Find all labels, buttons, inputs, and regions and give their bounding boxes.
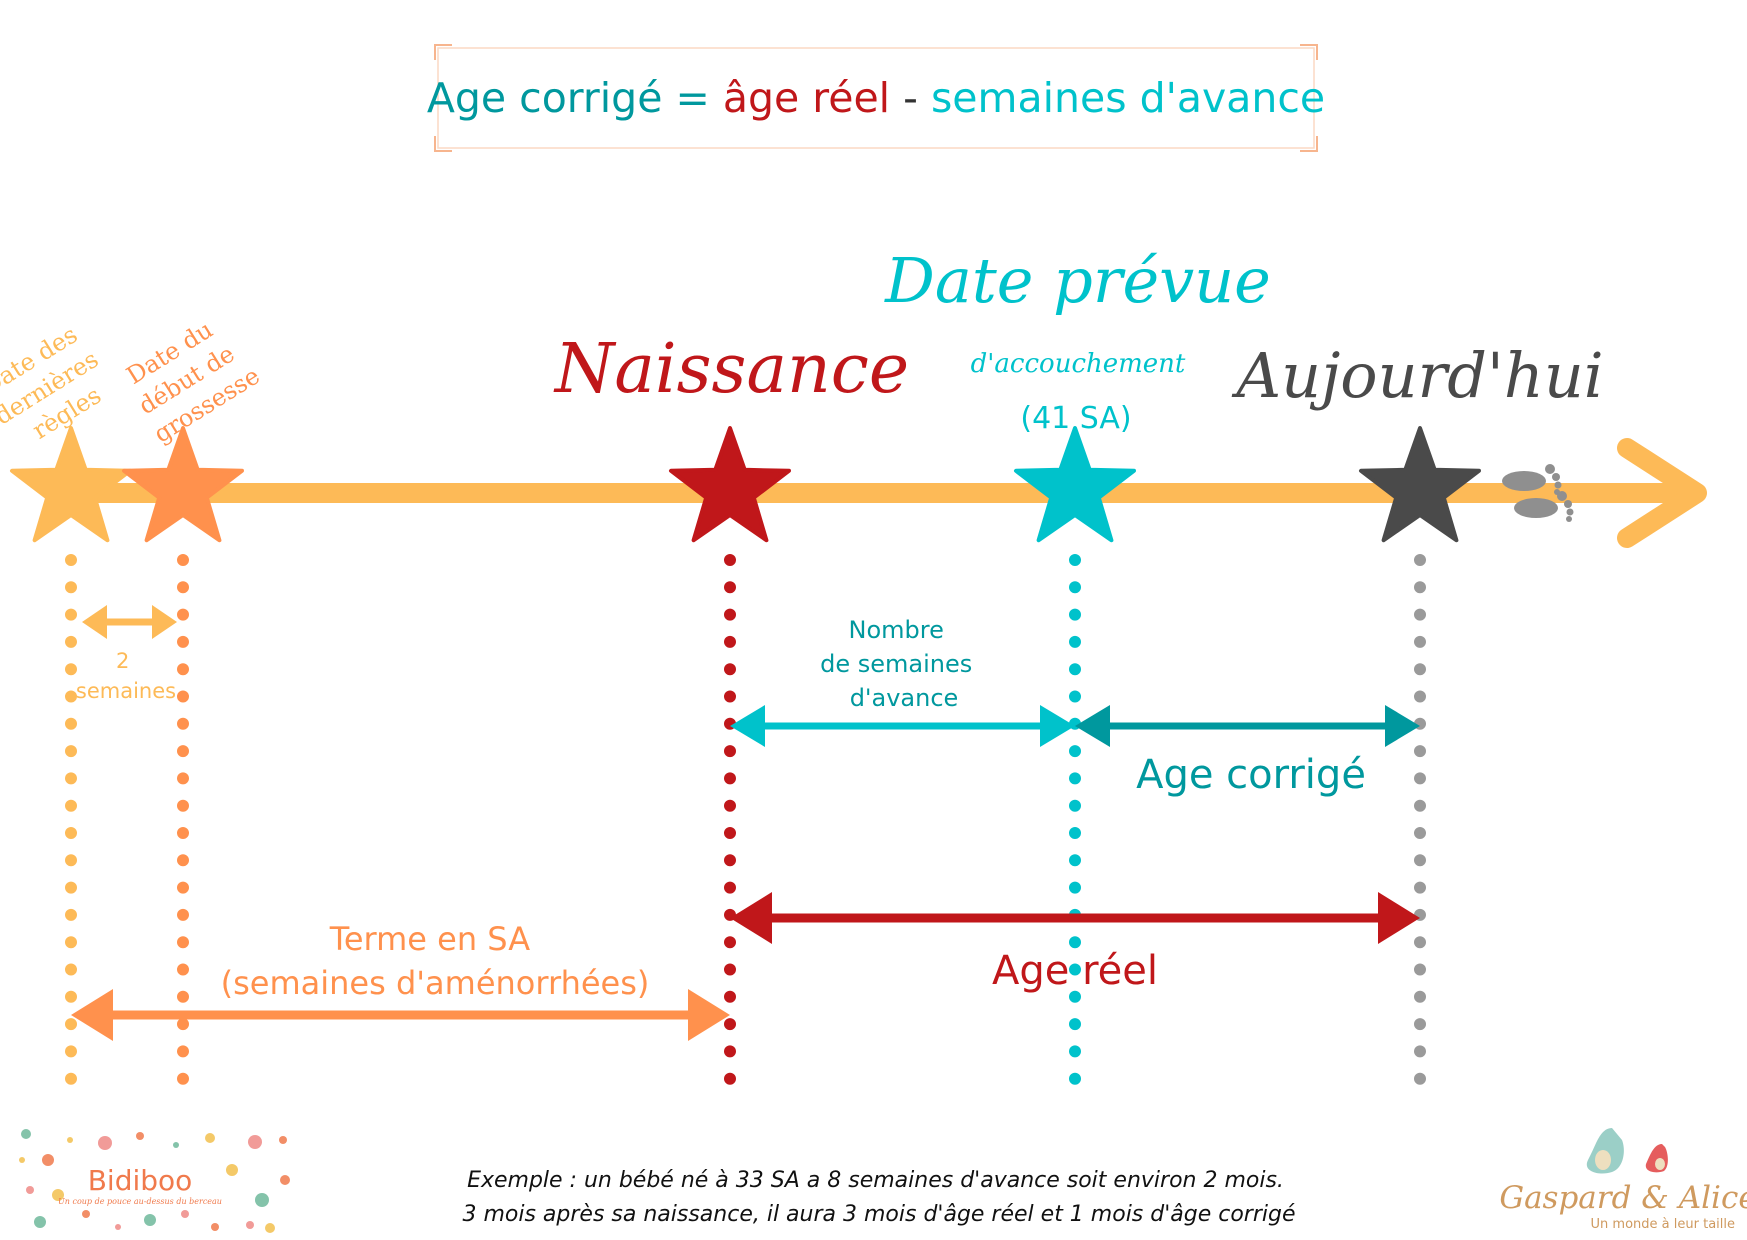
label-2: 2	[116, 649, 129, 673]
label-terme-line1: Terme en SA	[329, 920, 530, 958]
formula-text: Age corrigé = âge réel - semaines d'avan…	[427, 74, 1325, 122]
label-nombre-semaines: Nombre de semaines d'avance	[820, 616, 980, 712]
label-date-prevue: Date prévue	[884, 244, 1271, 317]
label-nombre-line1: Nombre	[849, 616, 944, 644]
label-nombre-line2: de semaines	[820, 650, 972, 678]
label-age-corrige: Age corrigé	[1136, 752, 1366, 798]
footer-example: Exemple : un bébé né à 33 SA a 8 semaine…	[462, 1168, 1295, 1227]
formula-box: Age corrigé = âge réel - semaines d'avan…	[427, 44, 1325, 152]
formula-equals: =	[662, 74, 722, 122]
gaspard-alice-tagline: Un monde à leur taille	[1591, 1217, 1735, 1232]
label-terme-sa: Terme en SA (semaines d'aménorrhées)	[221, 920, 650, 1002]
label-age-reel: Age réel	[992, 948, 1158, 994]
timeline-arrowhead	[1617, 438, 1707, 548]
formula-minus: -	[890, 74, 931, 122]
star-aujourdhui	[1359, 426, 1481, 543]
label-dernieres-regles: Date des dernières règles	[0, 314, 127, 458]
star-naissance	[669, 426, 791, 543]
bidiboo-name: Bidiboo	[88, 1164, 193, 1197]
gaspard-alice-name: Gaspard & Alice	[1499, 1180, 1747, 1216]
footer-line2: 3 mois après sa naissance, il aura 3 moi…	[462, 1202, 1295, 1227]
formula-age-reel: âge réel	[723, 74, 890, 122]
arrow-semaines-avance	[730, 705, 1075, 747]
formula-semaines: semaines d'avance	[931, 74, 1325, 122]
label-debut-grossesse: Date du début de grossesse	[115, 307, 265, 448]
bidiboo-tagline: Un coup de pouce au-dessus du berceau	[58, 1197, 222, 1206]
footer-line1: Exemple : un bébé né à 33 SA a 8 semaine…	[467, 1168, 1284, 1193]
arrow-terme-sa	[71, 989, 730, 1041]
label-aujourdhui: Aujourd'hui	[1231, 339, 1603, 412]
label-semaines: semaines	[76, 679, 176, 703]
label-nombre-line3: d'avance	[850, 684, 959, 712]
label-terme-line2: (semaines d'aménorrhées)	[221, 964, 650, 1002]
arrow-2-semaines	[82, 605, 177, 639]
label-2-semaines: 2 semaines	[76, 649, 176, 703]
star-debut	[122, 426, 244, 543]
arrow-age-corrige	[1075, 705, 1420, 747]
footprints-icon	[1502, 464, 1574, 522]
formula-age-corrige: Age corrigé	[427, 74, 663, 122]
label-41-sa: (41 SA)	[1020, 401, 1131, 436]
star-ddr	[10, 426, 132, 543]
label-accouchement: d'accouchement	[971, 349, 1186, 379]
star-date-prevue	[1014, 426, 1136, 543]
label-naissance: Naissance	[553, 330, 909, 409]
arrow-age-reel	[730, 892, 1420, 944]
gaspard-alice-logo: Gaspard & Alice Un monde à leur taille	[1499, 1128, 1747, 1232]
bidiboo-logo: Bidiboo Un coup de pouce au-dessus du be…	[19, 1129, 290, 1233]
